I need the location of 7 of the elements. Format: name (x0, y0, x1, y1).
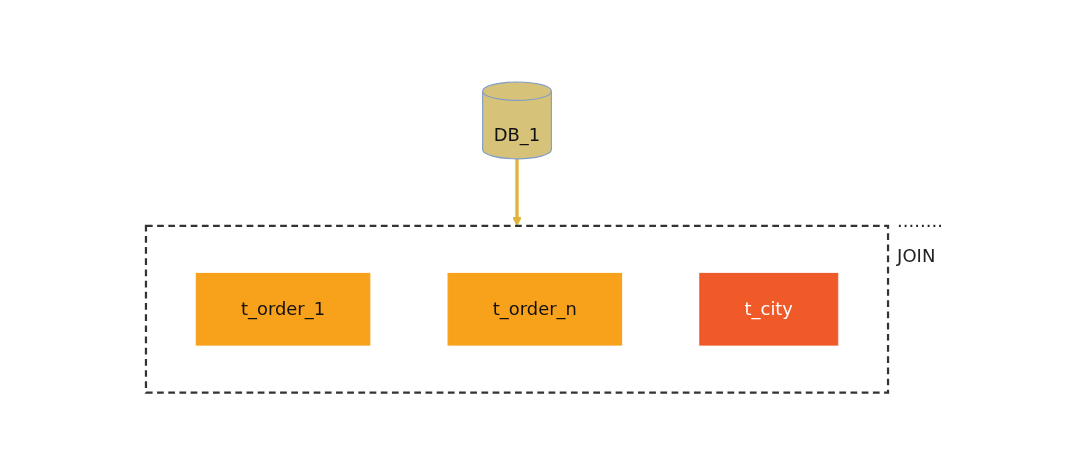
note-text: ........ (897, 209, 943, 231)
note-text: JOIN (897, 244, 937, 266)
arrow (512, 159, 523, 227)
database-cylinder: DB_1 (482, 81, 553, 160)
table-box: t_order_n (447, 273, 623, 346)
table-box: t_city (699, 273, 839, 346)
table-box: t_order_1 (195, 273, 371, 346)
